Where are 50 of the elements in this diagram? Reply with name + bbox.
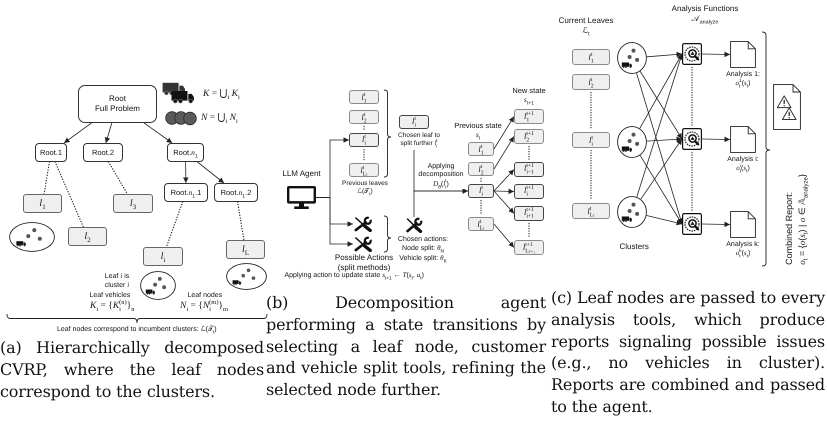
math-formula: N = ⋃$_{i}$ N$_{i}$ — [201, 113, 238, 124]
arrow — [414, 188, 468, 218]
arrow — [646, 136, 682, 142]
node-title: Root — [109, 94, 126, 104]
figure-caption: (a) Hierarchically decomposed CVRP, where the leaf nodes correspond to the clusters. — [0, 337, 264, 402]
math-formula: K$_{i}$ = {K$_{i}$$^{(n)}$}$_{n}$ — [90, 301, 134, 312]
arrow — [640, 155, 682, 224]
arrow — [494, 169, 514, 192]
arrow — [197, 162, 224, 184]
arrow — [646, 215, 682, 226]
arrow — [636, 54, 683, 198]
arrow — [64, 122, 92, 144]
arrow — [702, 52, 730, 58]
annotation-text: Analysis Functions 𝒜$_{analyze}$ — [670, 4, 740, 24]
arrow — [104, 122, 112, 144]
dotted-line — [54, 161, 84, 228]
arrow — [640, 70, 682, 140]
arrow — [494, 224, 514, 248]
leaf-node-box: l$_{1}$ — [23, 194, 62, 213]
node-subtitle: Full Problem — [95, 104, 140, 114]
arrow — [316, 197, 354, 247]
arrow — [494, 116, 514, 150]
arrow — [494, 136, 514, 170]
annotation-text: Combined Report: — [784, 192, 794, 265]
arrow — [639, 54, 682, 129]
annotation-text: Possible Actions (split methods) — [334, 253, 394, 272]
annotation-text: Current Leaves ℒ$_{t}$ — [558, 16, 614, 36]
dotted-line — [236, 201, 245, 241]
arrow — [640, 138, 682, 200]
arrow — [646, 52, 682, 58]
dotted-line — [43, 161, 50, 195]
figure-caption: (c) Leaf nodes are passed to every analysis tools, which produce reports signaling possible issues (e.g., no vehicles in cluster). Reports are combined and passed to the agent. — [551, 287, 825, 418]
arrow — [144, 122, 173, 144]
node-label: LLM Agent — [282, 169, 321, 178]
leaf-node-box: l$_{3}$ — [113, 194, 153, 213]
dotted-line — [166, 201, 184, 248]
arrow — [702, 222, 730, 228]
arrow — [183, 162, 189, 184]
annotation-text: Clusters — [620, 242, 649, 252]
arrow — [494, 190, 514, 214]
dotted-line — [108, 161, 128, 195]
leaf-node-box: l$_{2}$ — [68, 227, 107, 246]
figure-caption: (b) Decomposition agent performing a state transitions by selecting a leaf node, customer and vehicle split tools, refining the selected node further. — [266, 292, 546, 401]
math-formula: N$_{i}$ = {N$_{i}$$^{(m)}$}$_{m}$ — [180, 301, 228, 312]
leaf-node-box: l$_{i}$ — [143, 247, 183, 266]
root-node-box — [78, 85, 157, 123]
arrow — [494, 188, 514, 194]
leaf-node-box: l$_{L}$ — [226, 240, 265, 259]
arrow — [702, 136, 730, 142]
math-formula: K = ⋃$_{i}$ K$_{i}$ — [203, 89, 240, 100]
